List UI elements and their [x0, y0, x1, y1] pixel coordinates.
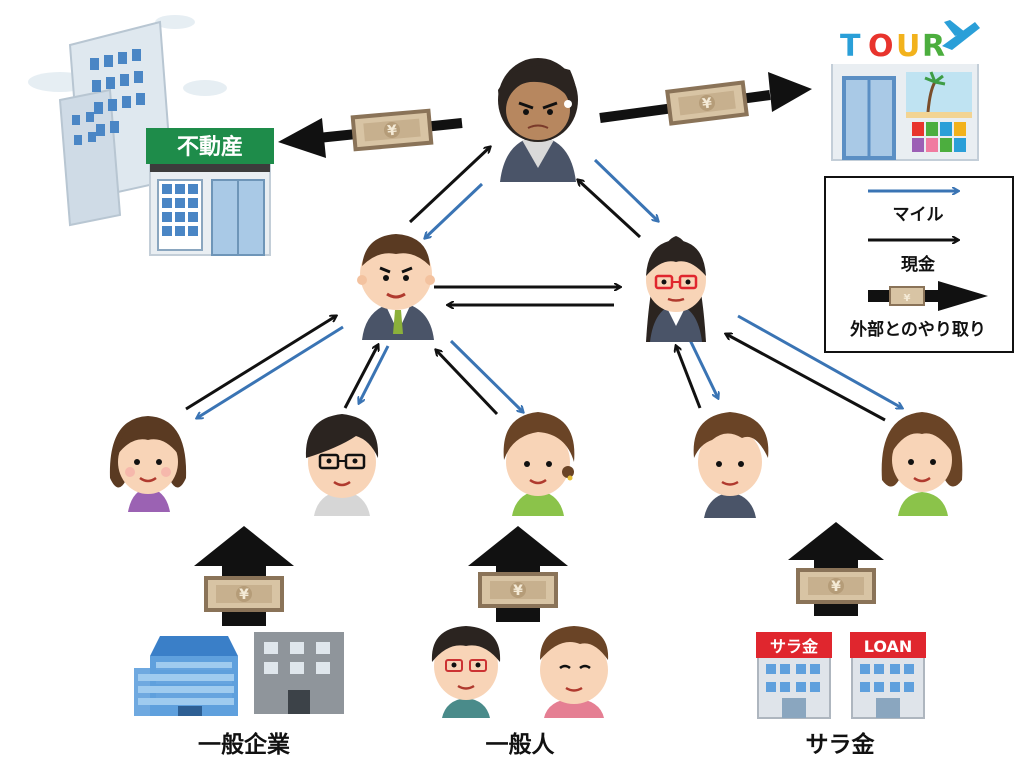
svg-text:T: T: [840, 29, 861, 64]
loan-shop-2-sign: LOAN: [864, 637, 913, 656]
label-consumer-loans: サラ金: [806, 731, 876, 758]
svg-text:¥: ¥: [904, 293, 911, 304]
travel-agency-icon: T O U R: [828, 20, 982, 161]
label-general-public: 一般人: [486, 731, 556, 758]
inflow-arrow-consumer-loans: [788, 522, 884, 616]
person-icon-staff-4: [693, 412, 769, 518]
legend-external-label: 外部とのやり取り: [850, 319, 986, 340]
svg-text:O: O: [868, 29, 894, 64]
banknote-icon: [204, 576, 284, 612]
loan-shop-icon-1: サラ金: [756, 632, 832, 719]
company-building-icon-blue: [134, 636, 238, 716]
banknote-icon: [796, 568, 876, 604]
person-icon-public-2: [540, 626, 609, 718]
person-icon-staff-2: [305, 414, 379, 516]
person-icon-public-1: [431, 626, 501, 718]
banknote-icon: [665, 80, 749, 126]
svg-text:R: R: [922, 29, 945, 64]
label-companies: 一般企業: [198, 731, 291, 758]
loan-shop-icon-2: LOAN: [850, 632, 926, 719]
legend: マイル 現金 ¥ 外部とのやり取り: [824, 176, 1014, 353]
banknote-icon: [478, 572, 558, 608]
person-icon-manager-right: [646, 236, 706, 342]
svg-text:U: U: [896, 29, 920, 64]
person-icon-staff-1: [109, 416, 187, 512]
inflow-arrow-companies: [194, 526, 294, 626]
external-flow-to-travel-agency: [599, 72, 812, 126]
person-icon-manager-left: [357, 234, 435, 340]
external-flow-to-real-estate: [278, 108, 463, 158]
airplane-icon: [942, 20, 980, 50]
inflow-arrow-general-public: [468, 526, 568, 622]
loan-shop-1-sign: サラ金: [770, 637, 819, 656]
legend-miles-label: マイル: [893, 205, 944, 225]
banknote-icon: [350, 108, 434, 152]
person-icon-staff-3: [503, 412, 575, 516]
real-estate-sign: 不動産: [177, 134, 243, 160]
flow-arrows: [185, 147, 902, 422]
person-icon-boss: [498, 58, 578, 182]
legend-cash-label: 現金: [901, 254, 936, 275]
company-building-icon-gray: [254, 632, 344, 714]
person-icon-staff-5: [881, 412, 963, 516]
legend-external-arrow: ¥: [868, 281, 988, 311]
real-estate-shop-icon: 不動産: [146, 128, 274, 256]
